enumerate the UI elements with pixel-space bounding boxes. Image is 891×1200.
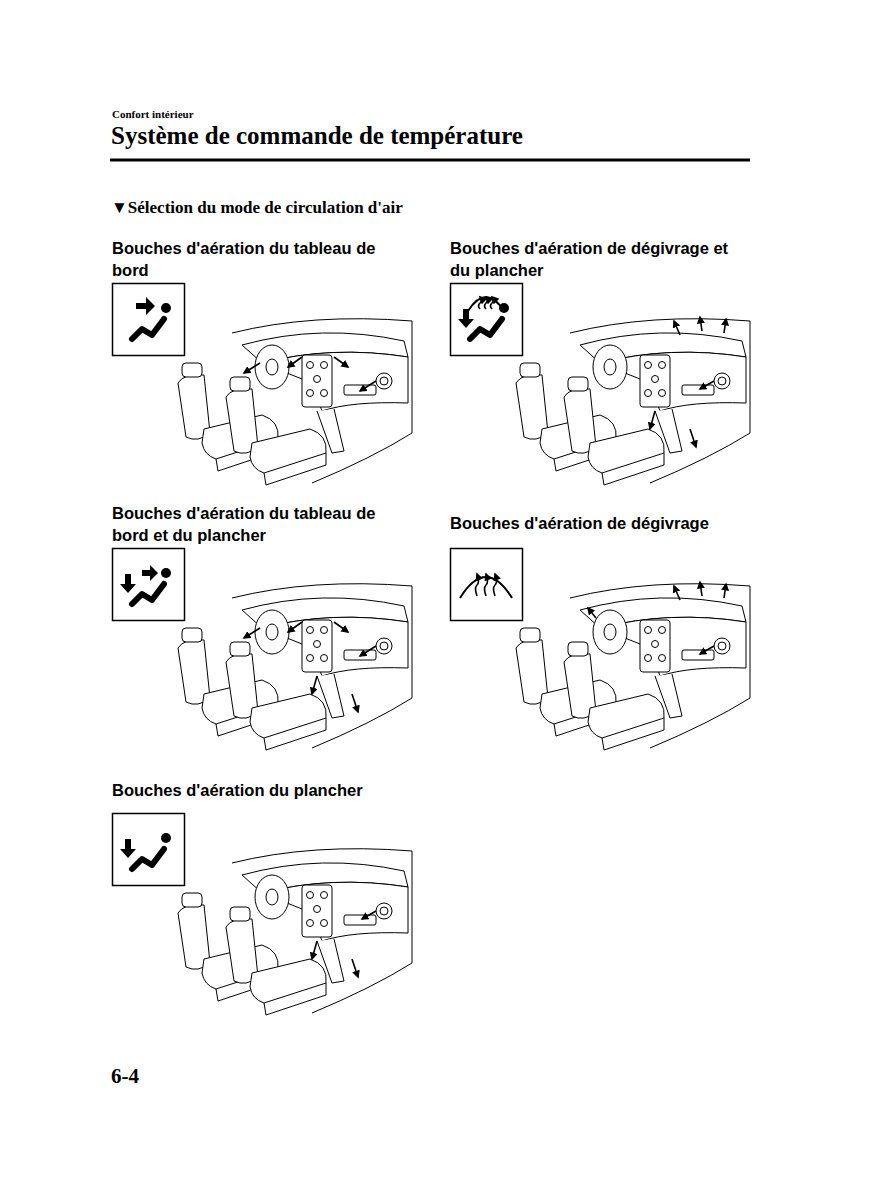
page-number: 6-4 (111, 1062, 191, 1090)
section-header: Confort intérieur (112, 107, 412, 122)
airflow-arrow (724, 584, 726, 598)
airflow-arrow (700, 646, 714, 654)
airflow-arrow (334, 357, 348, 367)
airflow-arrow (700, 582, 702, 596)
airflow-arrow (360, 381, 376, 391)
airflow-arrow (650, 411, 655, 429)
airflow-arrow (288, 622, 302, 632)
page-title: Système de commande de température (111, 122, 523, 150)
airflow-arrow (674, 321, 680, 335)
car-interior (178, 849, 412, 1015)
mode-icon (113, 814, 185, 886)
airflow-arrow (724, 319, 726, 333)
mode-icon (113, 284, 185, 356)
section-heading: ▼Sélection du mode de circulation d'air (111, 197, 611, 220)
header-rule (110, 159, 750, 162)
mode-illustration (113, 284, 413, 486)
mode-illustration (451, 284, 751, 486)
mode-illustration (451, 549, 751, 751)
car-interior (516, 319, 750, 485)
mode-icon (113, 549, 185, 621)
airflow-arrow (244, 363, 260, 373)
mode-heading: Bouches d'aération de dégivrage et du pl… (450, 237, 750, 282)
airflow-arrow (334, 622, 348, 632)
airflow-arrow (312, 676, 317, 694)
airflow-arrow (700, 381, 714, 389)
mode-illustration (113, 814, 413, 1016)
mode-heading: Bouches d'aération du plancher (112, 779, 412, 801)
mode-heading: Bouches d'aération du tableau de bord et… (112, 502, 402, 547)
airflow-arrow (362, 911, 376, 919)
mode-heading: Bouches d'aération de dégivrage (450, 512, 760, 534)
mode-icon (451, 549, 523, 621)
car-interior (516, 584, 750, 750)
airflow-arrow (700, 317, 702, 331)
airflow-arrow (360, 646, 376, 656)
airflow-arrow (244, 628, 260, 638)
airflow-arrow (674, 586, 680, 600)
airflow-arrow (352, 694, 358, 712)
mode-heading: Bouches d'aération du tableau de bord (112, 237, 402, 282)
airflow-arrow (312, 941, 317, 959)
airflow-arrow (352, 959, 358, 977)
airflow-arrow (690, 429, 696, 447)
car-interior (178, 319, 412, 485)
airflow-arrow (288, 357, 302, 367)
airflow-arrow (588, 608, 596, 618)
mode-icon (451, 284, 523, 356)
mode-illustration (113, 549, 413, 751)
car-interior (178, 584, 412, 750)
